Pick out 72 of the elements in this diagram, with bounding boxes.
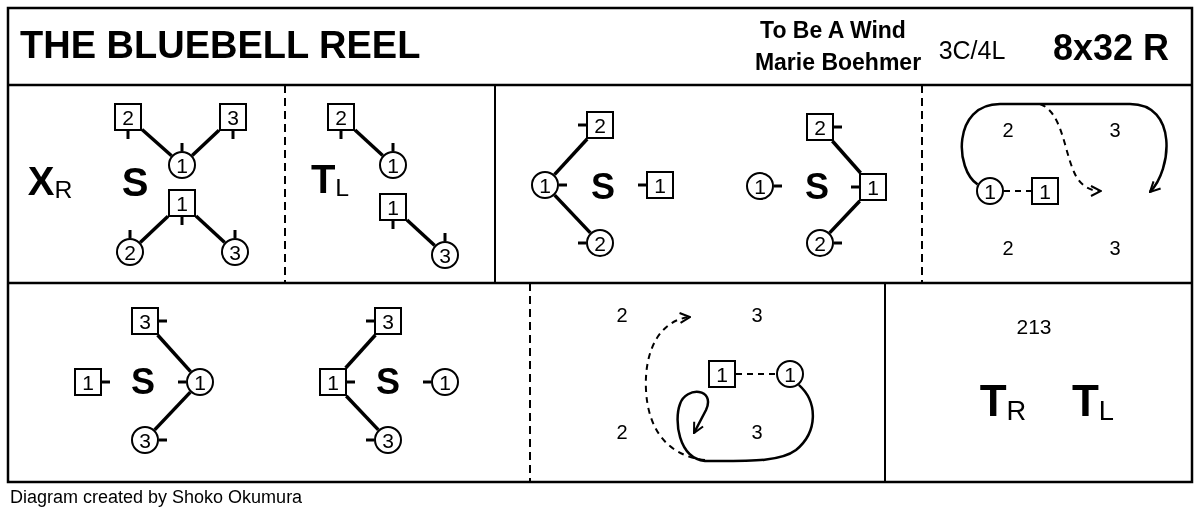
position-number: 2 <box>616 305 628 325</box>
position-number: 2 <box>1002 238 1014 258</box>
woman-dancer: 3 <box>131 426 159 454</box>
hand-line <box>353 128 384 157</box>
woman-dancer: 3 <box>431 241 459 269</box>
hand-line <box>139 214 170 244</box>
figure-symbol: T$_{L}$ <box>1071 379 1115 425</box>
track-arrow <box>676 384 815 463</box>
man-dancer: 1 <box>646 171 674 199</box>
man-dancer: 1 <box>319 368 347 396</box>
man-dancer: 1 <box>859 173 887 201</box>
position-number: 213 <box>1016 315 1052 337</box>
figure-symbol: T$_{R}$ <box>979 379 1027 425</box>
man-dancer: 2 <box>114 103 142 131</box>
woman-dancer: 2 <box>806 229 834 257</box>
figure-symbol: S <box>805 169 829 205</box>
woman-dancer: 1 <box>431 368 459 396</box>
woman-dancer: 3 <box>221 238 249 266</box>
hand-line <box>194 214 226 244</box>
woman-dancer: 1 <box>976 177 1004 205</box>
woman-dancer: 2 <box>586 229 614 257</box>
position-number: 3 <box>1109 120 1121 140</box>
dance-format: 8x32 R <box>1052 30 1170 66</box>
man-dancer: 1 <box>708 360 736 388</box>
woman-dancer: 1 <box>531 171 559 199</box>
woman-dancer: 1 <box>379 151 407 179</box>
figure-symbol: T$_{L}$ <box>310 158 350 202</box>
figure-symbol: S <box>121 162 149 202</box>
position-number: 2 <box>616 422 628 442</box>
man-dancer: 2 <box>327 103 355 131</box>
hand-line <box>405 218 436 247</box>
woman-dancer: 2 <box>116 238 144 266</box>
track-arrow <box>960 102 1168 193</box>
woman-dancer: 1 <box>168 151 196 179</box>
hand-line <box>191 128 221 157</box>
hand-line <box>345 394 380 432</box>
position-number: 3 <box>751 422 763 442</box>
hand-line <box>153 390 192 432</box>
figure-symbol: S <box>376 364 400 400</box>
figure-symbol: S <box>591 169 615 205</box>
set-formation: 3C/4L <box>938 37 1006 63</box>
hand-line <box>140 128 173 157</box>
hand-line <box>156 333 192 373</box>
position-number: 2 <box>1002 120 1014 140</box>
position-number: 3 <box>1109 238 1121 258</box>
woman-dancer: 1 <box>776 360 804 388</box>
man-dancer: 1 <box>74 368 102 396</box>
dance-source: To Be A Wind <box>760 18 906 42</box>
dance-devisor: Marie Boehmer <box>754 50 922 74</box>
figure-symbol: S <box>131 364 155 400</box>
woman-dancer: 1 <box>746 172 774 200</box>
hand-line <box>553 193 592 235</box>
hand-line <box>828 199 861 235</box>
man-dancer: 1 <box>168 189 196 217</box>
position-number: 3 <box>751 305 763 325</box>
man-dancer: 3 <box>219 103 247 131</box>
man-dancer: 2 <box>806 113 834 141</box>
woman-dancer: 3 <box>374 426 402 454</box>
credit-caption: Diagram created by Shoko Okumura <box>10 488 303 506</box>
hand-line <box>831 139 862 175</box>
hand-line <box>553 137 589 176</box>
woman-dancer: 1 <box>186 368 214 396</box>
man-dancer: 3 <box>374 307 402 335</box>
man-dancer: 3 <box>131 307 159 335</box>
hand-line <box>344 333 377 370</box>
figure-symbol: X$_{R}$ <box>27 160 73 204</box>
man-dancer: 1 <box>379 193 407 221</box>
dashed-line <box>735 373 777 375</box>
man-dancer: 1 <box>1031 177 1059 205</box>
dance-title: THE BLUEBELL REEL <box>20 26 421 64</box>
dashed-line <box>1003 190 1032 192</box>
man-dancer: 2 <box>586 111 614 139</box>
